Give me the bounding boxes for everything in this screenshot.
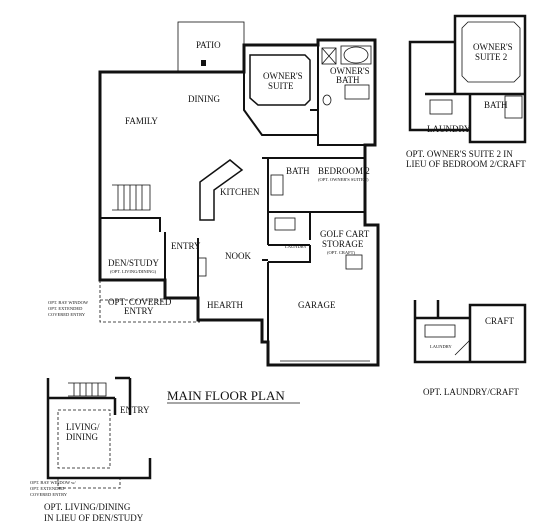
hearth-label: HEARTH <box>207 300 243 310</box>
opt-living-bay-2: OPT. EXTENDED <box>30 486 65 491</box>
golf-cart-label-1: GOLF CART <box>320 229 370 239</box>
opt-living-caption-2: IN LIEU OF DEN/STUDY <box>44 513 144 523</box>
opt-suite-tub <box>504 95 523 119</box>
opt-suite-bevel <box>461 21 521 83</box>
opt-laundry-door <box>454 339 471 356</box>
opt-covered-entry-2: ENTRY <box>124 306 154 316</box>
opt-suite-caption-2: LIEU OF BEDROOM 2/CRAFT <box>406 159 526 169</box>
opt-laundry-walls <box>413 300 527 364</box>
opt-suite-laundry: LAUNDRY <box>427 124 471 134</box>
opt-living-inner <box>57 409 111 469</box>
owners-bath-label-2: BATH <box>336 75 360 85</box>
golf-cart-label-2: STORAGE <box>322 239 364 249</box>
toilet <box>322 94 332 106</box>
opt-suite-walls <box>408 14 527 144</box>
patio-label: PATIO <box>196 40 221 50</box>
opt-living-stair <box>68 382 107 397</box>
opt-suite-owners-suite2-1: OWNER'S <box>473 42 513 52</box>
interior-walls-b <box>197 157 365 298</box>
den-study-label: DEN/STUDY <box>108 258 159 268</box>
entry-label: ENTRY <box>171 241 201 251</box>
family-label: FAMILY <box>125 116 158 126</box>
opt-living-bay-1: OPT. BAY WINDOW w/ <box>30 480 76 485</box>
opt-living-entry: ENTRY <box>120 405 150 415</box>
covered-entry <box>99 280 200 323</box>
opt-suite-plan: OWNER'S SUITE 2 BATH LAUNDRY OPT. OWNER'… <box>406 14 527 169</box>
opt-living-label-1: LIVING/ <box>66 422 100 432</box>
main-floor-plan: PATIO DINING FAMILY OWNER'S SUITE OWNER'… <box>48 21 380 404</box>
opt-suite-laundry-fixtures <box>429 99 453 115</box>
kitchen-label: KITCHEN <box>220 187 260 197</box>
nook-label: NOOK <box>225 251 251 261</box>
kitchen-island <box>199 159 244 221</box>
garage-label: GARAGE <box>298 300 336 310</box>
main-plan-title: MAIN FLOOR PLAN <box>167 388 285 403</box>
owners-bath-label-1: OWNER'S <box>330 66 370 76</box>
opt-living-label-2: DINING <box>66 432 98 442</box>
bath2-fixture <box>270 174 284 196</box>
opt-bay-window-2: OPT. EXTENDED <box>48 306 83 311</box>
tub <box>343 46 369 64</box>
laundry-label: LAUNDRY <box>285 244 308 249</box>
tub-frame <box>340 45 372 65</box>
opt-bay-window-3: COVERED ENTRY <box>48 312 86 317</box>
bedroom2-label: BEDROOM 2 <box>318 166 370 176</box>
side-window <box>345 254 363 270</box>
den-study-note: (OPT. LIVING/DINING) <box>110 269 157 274</box>
opt-laundry-machines <box>424 324 456 338</box>
stair <box>112 184 151 211</box>
bedroom2-note: (OPT. OWNER'S SUITE 2) <box>318 177 369 182</box>
bath-fixture-1-x <box>321 47 337 65</box>
garage-walls <box>267 245 311 342</box>
owners-suite-wall <box>249 54 311 106</box>
fireplace <box>197 257 207 277</box>
opt-suite-caption-1: OPT. OWNER'S SUITE 2 IN <box>406 149 513 159</box>
opt-suite-owners-suite2-2: SUITE 2 <box>475 52 507 62</box>
owners-suite-label-2: SUITE <box>268 81 294 91</box>
opt-living-plan: LIVING/ DINING ENTRY OPT. BAY WINDOW w/ … <box>30 376 152 523</box>
patio-post <box>201 60 206 66</box>
golf-cart-note: (OPT. CRAFT) <box>327 250 355 255</box>
opt-suite-bath: BATH <box>484 100 508 110</box>
vanity <box>344 84 370 100</box>
opt-living-bay-3: COVERED ENTRY <box>30 492 68 497</box>
opt-laundry-caption: OPT. LAUNDRY/CRAFT <box>423 387 519 397</box>
opt-laundry-craft: CRAFT <box>485 316 515 326</box>
bath-label: BATH <box>286 166 310 176</box>
laundry-machines <box>274 217 296 231</box>
opt-laundry-plan: CRAFT LAUNDRY OPT. LAUNDRY/CRAFT <box>413 300 527 397</box>
interior-walls-a <box>243 45 375 146</box>
opt-living-bay <box>57 478 121 489</box>
opt-living-walls <box>46 376 152 480</box>
opt-covered-entry-1: OPT. COVERED <box>108 297 172 307</box>
opt-laundry-laundry: LAUNDRY <box>430 344 453 349</box>
den-walls <box>100 217 166 281</box>
dining-label: DINING <box>188 94 220 104</box>
owners-suite-label-1: OWNER'S <box>263 71 303 81</box>
exterior-walls <box>98 38 380 367</box>
opt-living-caption-1: OPT. LIVING/DINING <box>44 502 131 512</box>
bath-fixture-1 <box>321 47 337 65</box>
opt-bay-window-1: OPT. BAY WINDOW <box>48 300 89 305</box>
